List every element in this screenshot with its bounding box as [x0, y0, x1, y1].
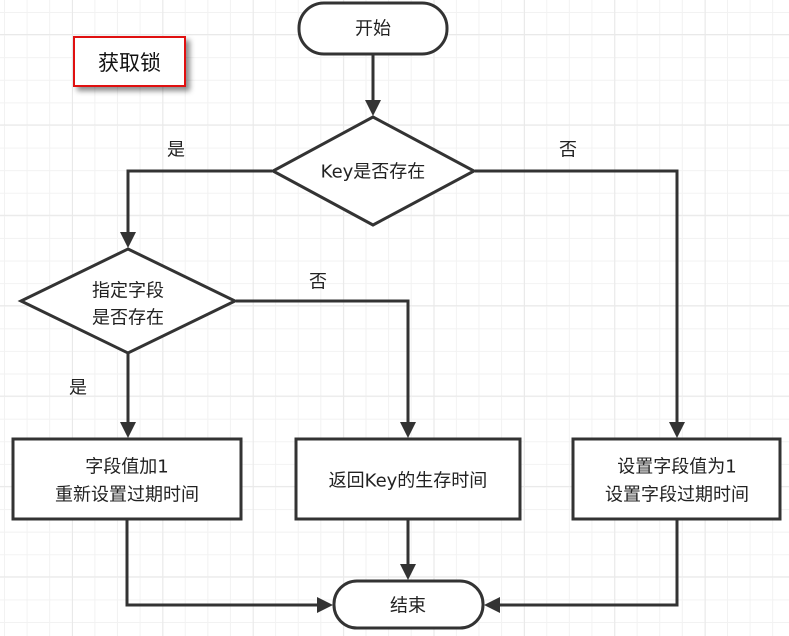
arrowhead-increment-to-end — [317, 597, 333, 613]
node-end-label: 结束 — [390, 596, 426, 617]
node-set-field-line2: 设置字段过期时间 — [605, 485, 749, 506]
edge-field-no-to-return-ttl — [236, 299, 410, 428]
arrowhead-key-yes — [120, 232, 136, 248]
node-return-ttl[interactable]: 返回Key的生存时间 — [294, 437, 522, 521]
node-increment-field-line2: 重新设置过期时间 — [55, 485, 199, 506]
node-field-exists-line2: 是否存在 — [92, 308, 164, 329]
edge-label-key-no: 否 — [559, 140, 577, 161]
edge-set-field-to-end — [494, 520, 679, 607]
node-increment-field-line1: 字段值加1 — [85, 457, 168, 478]
node-field-exists[interactable]: 指定字段 是否存在 — [17, 247, 239, 355]
node-key-exists[interactable]: Key是否存在 — [269, 115, 478, 227]
edge-label-field-yes: 是 — [69, 378, 87, 399]
edge-key-no-to-set-field — [475, 169, 679, 428]
node-end[interactable]: 结束 — [332, 579, 485, 630]
node-set-field-line1: 设置字段值为1 — [617, 457, 736, 478]
node-start[interactable]: 开始 — [297, 1, 449, 56]
node-field-exists-line1: 指定字段 — [92, 281, 164, 302]
edge-increment-to-end — [125, 520, 323, 607]
edge-key-yes-to-field-exists — [126, 169, 272, 238]
edges — [120, 54, 685, 613]
arrowhead-return-ttl-to-end — [400, 564, 416, 580]
node-key-exists-label: Key是否存在 — [321, 162, 426, 183]
edge-label-field-no: 否 — [309, 272, 327, 293]
node-return-ttl-label: 返回Key的生存时间 — [329, 471, 488, 492]
arrowhead-field-no — [400, 422, 416, 438]
diagram-title: 获取锁 — [73, 36, 186, 87]
node-set-field[interactable]: 设置字段值为1 设置字段过期时间 — [571, 437, 782, 521]
node-start-label: 开始 — [355, 19, 391, 40]
arrowhead-start-to-key-exists — [365, 100, 381, 116]
arrowhead-field-yes — [120, 422, 136, 438]
arrowhead-set-field-to-end — [484, 597, 500, 613]
edge-label-key-yes: 是 — [167, 140, 185, 161]
node-increment-field[interactable]: 字段值加1 重新设置过期时间 — [11, 437, 243, 521]
arrowhead-key-no — [669, 422, 685, 438]
